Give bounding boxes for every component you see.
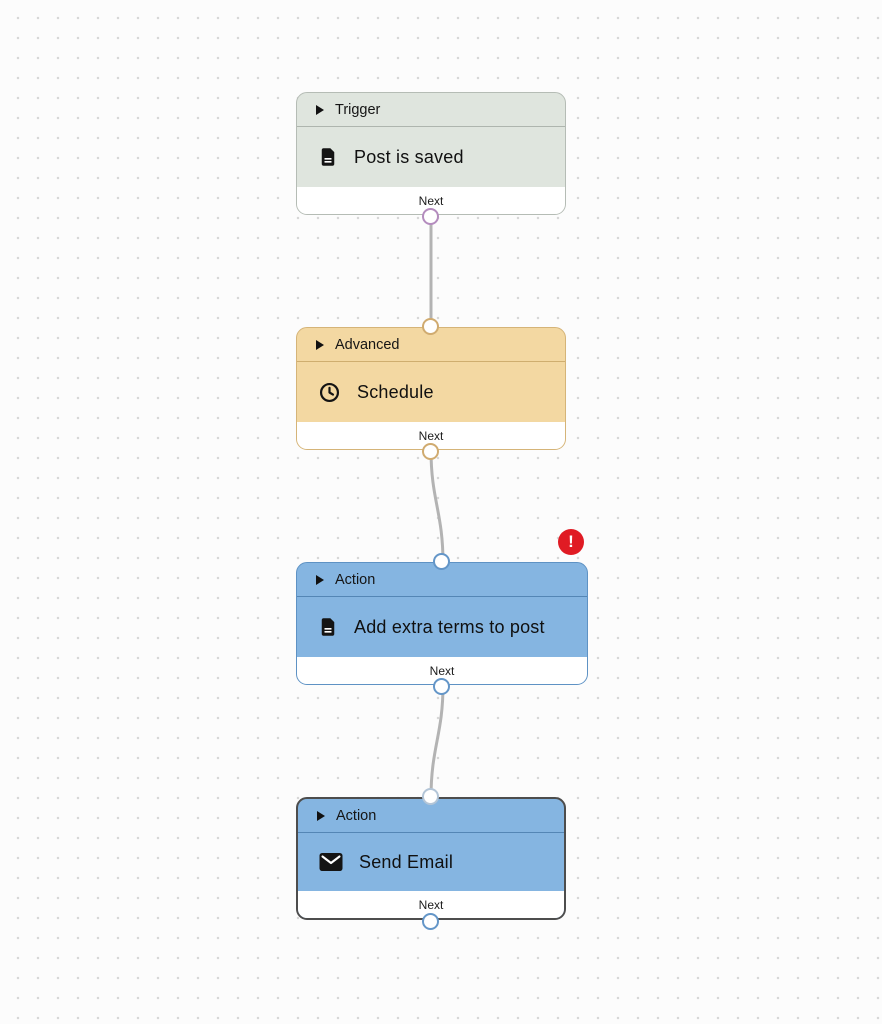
node-trigger-post-is-saved[interactable]: Trigger Post is saved Next: [296, 92, 566, 225]
node-header[interactable]: Action: [298, 799, 564, 833]
wire-schedule-to-add-terms: [429, 448, 445, 565]
document-icon: [318, 146, 338, 168]
node-action-add-extra-terms[interactable]: Action Add extra terms to post Next !: [296, 529, 588, 695]
node-header[interactable]: Trigger: [297, 93, 565, 127]
node-advanced-schedule[interactable]: Advanced Schedule Next: [296, 317, 566, 460]
input-connector[interactable]: [432, 552, 450, 570]
output-connector[interactable]: [421, 912, 439, 930]
node-category-label: Advanced: [335, 336, 400, 353]
node-body[interactable]: Schedule: [297, 362, 565, 422]
node-header[interactable]: Action: [297, 563, 587, 597]
clock-icon: [318, 381, 341, 404]
node-category-label: Action: [336, 807, 377, 824]
collapse-triangle-icon: [316, 339, 324, 350]
output-connector[interactable]: [421, 207, 439, 225]
node-body[interactable]: Post is saved: [297, 127, 565, 187]
mail-icon: [319, 852, 343, 872]
node-category-label: Action: [335, 571, 376, 588]
node-category-label: Trigger: [335, 101, 381, 118]
next-label: Next: [418, 897, 444, 912]
node-body[interactable]: Add extra terms to post: [297, 597, 587, 657]
input-connector[interactable]: [421, 317, 439, 335]
output-connector[interactable]: [421, 442, 439, 460]
collapse-triangle-icon: [316, 574, 324, 585]
next-label: Next: [418, 193, 444, 208]
collapse-triangle-icon: [316, 104, 324, 115]
node-action-send-email[interactable]: Action Send Email Next: [296, 787, 566, 930]
next-label: Next: [429, 663, 455, 678]
next-label: Next: [418, 428, 444, 443]
error-badge[interactable]: !: [558, 529, 584, 555]
node-title: Schedule: [357, 381, 434, 402]
collapse-triangle-icon: [317, 810, 325, 821]
node-title: Send Email: [359, 851, 454, 872]
node-header[interactable]: Advanced: [297, 328, 565, 362]
document-icon: [318, 616, 338, 638]
output-connector[interactable]: [432, 677, 450, 695]
input-connector[interactable]: [421, 787, 439, 805]
wire-add-terms-to-send-email: [429, 683, 445, 800]
node-body[interactable]: Send Email: [298, 833, 564, 891]
node-title: Post is saved: [354, 146, 464, 167]
node-title: Add extra terms to post: [354, 616, 545, 637]
